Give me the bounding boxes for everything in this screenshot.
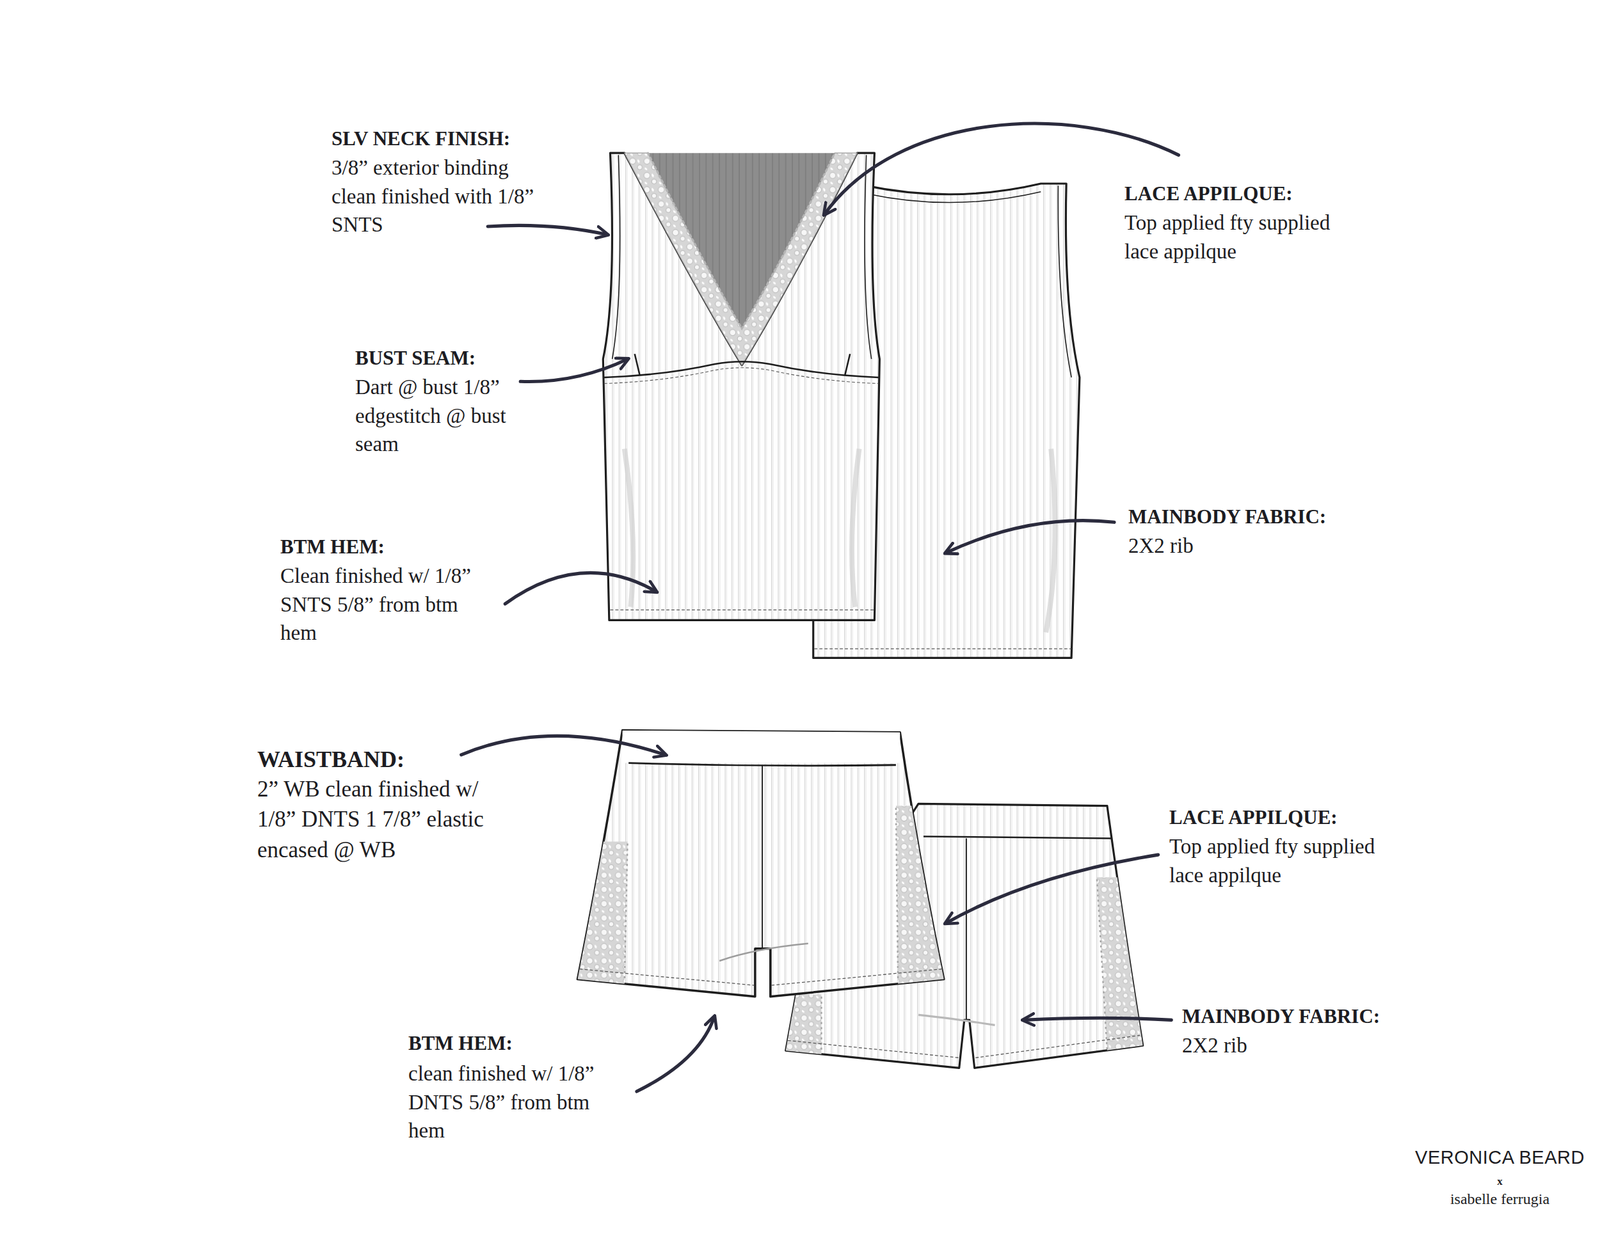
leader-arrow: [945, 520, 1115, 554]
callout-text: Top applied fty supplied lace appilque: [1169, 832, 1394, 890]
callout-text: clean finished w/ 1/8” DNTS 5/8” from bt…: [408, 1059, 620, 1146]
callout-text: Dart @ bust 1/8” edgestitch @ bust seam: [355, 373, 552, 459]
callout-heading: BUST SEAM:: [355, 344, 612, 372]
callout-text: 3/8” exterior binding clean finished wit…: [331, 153, 543, 240]
leader-arrow: [461, 736, 666, 755]
leader-arrow: [945, 855, 1159, 924]
callout-heading: MAINBODY FABRIC:: [1182, 1003, 1451, 1031]
callout-text: 2” WB clean finished w/ 1/8” DNTS 1 7/8”…: [257, 774, 493, 866]
callout-heading: SLV NECK FINISH:: [331, 125, 601, 153]
tank-front: [602, 152, 880, 621]
callout-text: Clean finished w/ 1/8” SNTS 5/8” from bt…: [280, 561, 492, 648]
callout-text: 2X2 rib: [1182, 1031, 1375, 1061]
callout-heading: LACE APPILQUE:: [1169, 804, 1439, 832]
brand-mark: isabelle ferrugia: [1405, 1189, 1595, 1210]
callout-text: 2X2 rib: [1128, 531, 1321, 561]
leader-arrow: [504, 572, 656, 604]
callout-heading: WAISTBAND:: [257, 744, 514, 776]
callout-heading: LACE APPILQUE:: [1124, 180, 1394, 208]
callout-text: Top applied fty supplied lace appilque: [1124, 208, 1349, 266]
leader-arrows: [461, 123, 1179, 1092]
brand-mark: VERONICA BEARD: [1405, 1145, 1595, 1171]
leader-arrow: [520, 359, 628, 382]
leader-arrow: [1023, 1018, 1172, 1021]
shorts-front: [571, 730, 955, 998]
callout-heading: BTM HEM:: [408, 1030, 601, 1058]
brand-mark: x: [1405, 1175, 1595, 1190]
leader-arrow: [487, 225, 608, 235]
leader-arrow: [636, 1017, 715, 1092]
callout-heading: MAINBODY FABRIC:: [1128, 503, 1398, 531]
callout-heading: BTM HEM:: [280, 533, 473, 561]
